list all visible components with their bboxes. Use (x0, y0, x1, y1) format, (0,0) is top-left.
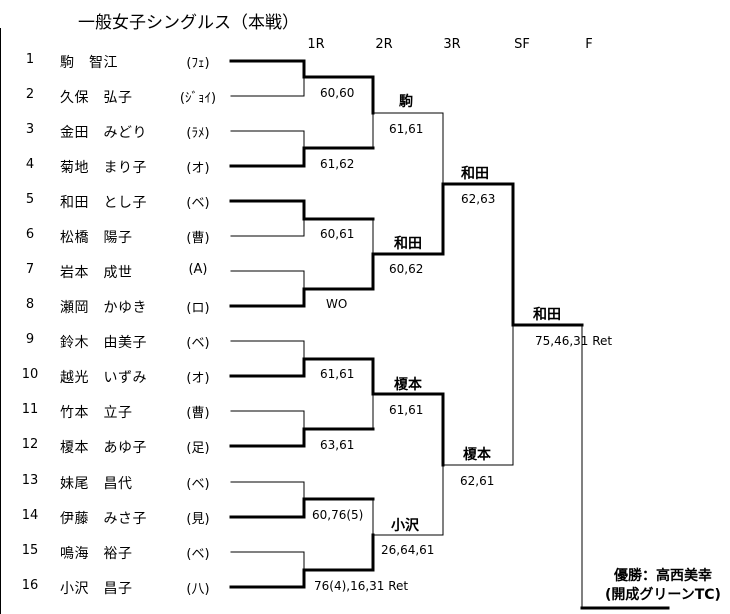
bracket-line (229, 568, 375, 589)
player-club: (ﾌｪ) (186, 56, 210, 71)
bracket-line (230, 76, 305, 97)
bracket-line (229, 287, 375, 308)
player-name: 金田 みどり (60, 125, 147, 141)
player-club: (ﾗﾒ) (186, 126, 210, 141)
player-name: 伊藤 みさ子 (60, 511, 147, 527)
player-club: (見) (186, 512, 210, 527)
player-name: 松橋 陽子 (60, 230, 133, 246)
seed-number: 15 (21, 543, 39, 558)
round-header-2r: 2R (375, 37, 393, 52)
seed-number: 3 (25, 122, 35, 137)
match-score: 63,61 (320, 438, 355, 452)
bracket-line (229, 199, 375, 221)
seed-number: 11 (21, 402, 39, 417)
player-name: 久保 弘子 (60, 90, 133, 106)
seed-number: 6 (25, 227, 35, 242)
match-score: 76(4),16,31 Ret (314, 579, 409, 593)
bracket-frame-left (0, 28, 1, 614)
player-club: (曹) (186, 406, 210, 421)
seed-number: 9 (25, 332, 35, 347)
player-name: 小沢 昌子 (60, 581, 133, 597)
seed-number: 13 (21, 473, 39, 488)
match-score: 62,61 (460, 474, 495, 488)
match-winner: 榎本 (463, 447, 491, 463)
player-name: 岩本 成世 (60, 265, 133, 281)
bracket-line (230, 218, 305, 237)
round-header-1r: 1R (307, 37, 325, 52)
match-score: 61,61 (389, 403, 424, 417)
player-name: 鳴海 裕子 (60, 546, 133, 562)
bracket-line (230, 340, 305, 360)
player-club: (ベ) (186, 477, 210, 492)
bracket-line (229, 357, 375, 378)
player-name: 和田 とし子 (60, 195, 147, 211)
seed-number: 8 (25, 297, 35, 312)
match-score: 60,60 (320, 86, 355, 100)
player-name: 鈴木 由美子 (60, 335, 147, 351)
page-title: 一般女子シングルス（本戦） (78, 13, 299, 33)
round-header-sf: SF (514, 37, 530, 52)
seed-number: 4 (25, 157, 35, 172)
seed-number: 16 (21, 578, 39, 593)
match-winner: 和田 (461, 166, 489, 182)
bracket-line (230, 410, 305, 430)
player-name: 菊地 まり子 (60, 160, 147, 176)
seed-number: 7 (25, 262, 35, 277)
bracket-line (229, 497, 375, 519)
seed-number: 1 (25, 52, 35, 67)
player-club: (ｼﾞｮｲ) (179, 91, 217, 106)
champion-club: (開成グリーンTC) (605, 587, 721, 603)
match-score: 60,62 (389, 262, 424, 276)
match-score: 62,63 (461, 192, 496, 206)
seed-number: 14 (21, 508, 39, 523)
player-name: 越光 いずみ (60, 370, 147, 386)
match-score: WO (326, 297, 348, 311)
match-score: 26,64,61 (381, 543, 435, 557)
match-winner: 和田 (533, 307, 561, 323)
player-club: (ベ) (186, 336, 210, 351)
bracket-line (230, 551, 305, 571)
match-winner: 榎本 (394, 377, 422, 393)
player-name: 榎本 あゆ子 (60, 440, 147, 456)
player-club: (オ) (186, 371, 210, 386)
player-club: (A) (188, 262, 208, 277)
player-name: 妹尾 昌代 (60, 476, 133, 492)
seed-number: 2 (25, 87, 35, 102)
bracket-line (229, 427, 375, 448)
match-score: 60,61 (320, 227, 355, 241)
player-name: 駒 智江 (60, 55, 118, 71)
seed-number: 5 (25, 192, 35, 207)
player-club: (オ) (186, 161, 210, 176)
champion-label: 優勝：高西美幸 (614, 568, 712, 584)
bracket-line (230, 270, 305, 290)
player-club: (八) (186, 582, 210, 597)
match-score: 75,46,31 Ret (535, 334, 613, 348)
player-club: (曹) (186, 231, 210, 246)
match-score: 61,61 (320, 367, 355, 381)
match-score: 60,76(5) (312, 508, 364, 522)
player-club: (ベ) (186, 547, 210, 562)
player-name: 竹本 立子 (60, 405, 133, 421)
bracket-line (229, 59, 375, 79)
match-winner: 小沢 (391, 518, 419, 534)
bracket-line (230, 481, 305, 500)
bracket-line (229, 146, 375, 168)
match-score: 61,62 (320, 157, 355, 171)
seed-number: 12 (21, 437, 39, 452)
round-header-3r: 3R (443, 37, 461, 52)
player-club: (ロ) (186, 301, 210, 316)
player-club: (ベ) (186, 196, 210, 211)
seed-number: 10 (21, 367, 39, 382)
player-club: (足) (186, 441, 210, 456)
bracket-line (230, 130, 305, 149)
player-name: 瀬岡 かゆき (60, 300, 147, 316)
match-winner: 駒 (399, 94, 413, 110)
match-winner: 和田 (394, 236, 422, 252)
match-score: 61,61 (389, 122, 424, 136)
round-header-f: F (585, 37, 593, 52)
